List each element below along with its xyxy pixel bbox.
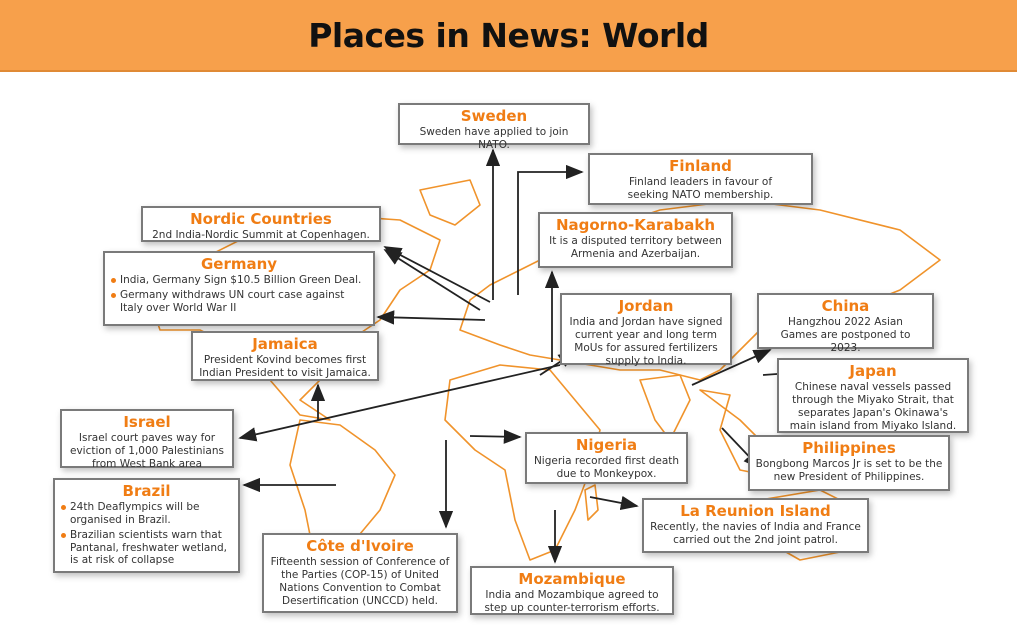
- arrow-nordic-2: [383, 249, 481, 311]
- connector-arrows: [238, 148, 807, 564]
- place-list-item: Germany withdraws UN court case against …: [111, 289, 368, 315]
- arrow-nordic: [383, 246, 491, 303]
- place-list: India, Germany Sign $10.5 Billion Green …: [110, 274, 368, 314]
- callout-finland: Finland Finland leaders in favour of see…: [588, 153, 813, 205]
- place-text: India and Mozambique agreed to step up c…: [484, 589, 660, 615]
- place-name: Philippines: [802, 439, 896, 457]
- place-name: Sweden: [460, 107, 528, 125]
- place-text: Nigeria recorded first death due to Monk…: [533, 455, 680, 481]
- place-text: 2nd India-Nordic Summit at Copenhagen.: [152, 229, 370, 242]
- place-text: Fifteenth session of Conference of the P…: [270, 556, 450, 607]
- callout-japan: Japan Chinese naval vessels passed throu…: [777, 358, 969, 433]
- place-name: Nordic Countries: [190, 210, 332, 228]
- arrow-reunion: [589, 495, 639, 511]
- greenland-outline: [419, 179, 481, 226]
- place-text: Chinese naval vessels passed through the…: [789, 381, 957, 432]
- place-name: Nigeria: [575, 436, 638, 454]
- place-list-item: India, Germany Sign $10.5 Billion Green …: [111, 274, 368, 287]
- arrow-china: [691, 349, 772, 386]
- callout-cote-divoire: Côte d'Ivoire Fifteenth session of Confe…: [262, 533, 458, 613]
- place-list-item: Brazilian scientists warn that Pantanal,…: [61, 529, 233, 567]
- arrow-nigeria: [469, 429, 522, 444]
- place-list-item: 24th Deaflympics will be organised in Br…: [61, 501, 233, 527]
- callout-israel: Israel Israel court paves way for evicti…: [60, 409, 234, 470]
- callout-philippines: Philippines Bongbong Marcos Jr is set to…: [748, 435, 950, 491]
- callout-brazil: Brazil 24th Deaflympics will be organise…: [53, 478, 240, 573]
- place-name: China: [821, 297, 870, 315]
- place-text: Bongbong Marcos Jr is set to be the new …: [755, 458, 943, 484]
- page-title: Places in News: World: [308, 15, 709, 55]
- arrow-finland: [517, 164, 584, 295]
- callout-china: China Hangzhou 2022 Asian Games are post…: [757, 293, 934, 354]
- place-name: La Reunion Island: [680, 502, 831, 520]
- place-text: Israel court paves way for eviction of 1…: [70, 432, 224, 470]
- place-name: Nagorno-Karabakh: [555, 216, 716, 234]
- callout-jamaica: Jamaica President Kovind becomes first I…: [191, 331, 379, 381]
- place-text: President Kovind becomes first Indian Pr…: [199, 354, 371, 380]
- title-banner: Places in News: World: [0, 0, 1017, 72]
- place-name: Germany: [200, 255, 278, 273]
- callout-germany: Germany India, Germany Sign $10.5 Billio…: [103, 251, 375, 326]
- callout-nagorno-karabakh: Nagorno-Karabakh It is a disputed territ…: [538, 212, 733, 268]
- callout-sweden: Sweden Sweden have applied to join NATO.: [398, 103, 590, 151]
- arrow-israel: [238, 364, 561, 442]
- place-name: Côte d'Ivoire: [306, 537, 414, 555]
- arrow-germany: [376, 310, 486, 325]
- callout-nordic: Nordic Countries 2nd India-Nordic Summit…: [141, 206, 381, 242]
- place-name: Brazil: [122, 482, 171, 500]
- place-name: Mozambique: [518, 570, 626, 588]
- callout-mozambique: Mozambique India and Mozambique agreed t…: [470, 566, 674, 615]
- madagascar-outline: [584, 484, 599, 521]
- place-name: Jordan: [618, 297, 674, 315]
- africa-outline: [444, 364, 601, 561]
- india-outline: [639, 374, 691, 441]
- place-text: Sweden have applied to join NATO.: [419, 126, 569, 152]
- place-text: Finland leaders in favour of seeking NAT…: [627, 176, 774, 202]
- callout-jordan: Jordan India and Jordan have signed curr…: [560, 293, 732, 367]
- place-name: Finland: [669, 157, 732, 175]
- place-text: India and Jordan have signed current yea…: [569, 316, 723, 367]
- place-text: Recently, the navies of India and France…: [650, 521, 861, 547]
- place-list: 24th Deaflympics will be organised in Br…: [60, 501, 233, 567]
- place-name: Japan: [849, 362, 897, 380]
- place-text: Hangzhou 2022 Asian Games are postponed …: [780, 316, 911, 354]
- callout-nigeria: Nigeria Nigeria recorded first death due…: [525, 432, 688, 484]
- callout-la-reunion-island: La Reunion Island Recently, the navies o…: [642, 498, 869, 553]
- place-name: Israel: [123, 413, 171, 431]
- place-text: It is a disputed territory between Armen…: [549, 235, 722, 261]
- place-name: Jamaica: [252, 335, 318, 353]
